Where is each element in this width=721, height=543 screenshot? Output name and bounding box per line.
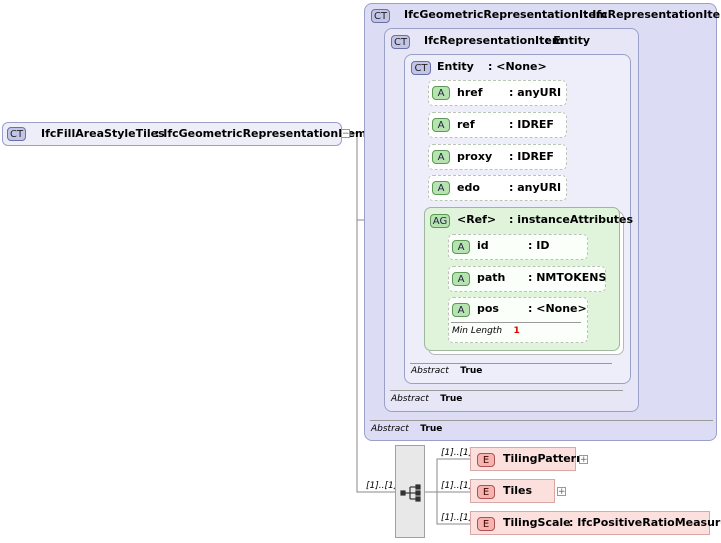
attribute-edo[interactable]: A edo : anyURI [428,175,567,201]
attribute-name: pos [477,302,499,315]
inner-ct-type: : <None> [488,60,547,73]
attribute-icon: A [432,118,450,132]
attribute-path[interactable]: A path : NMTOKENS [448,266,606,292]
collapse-toggle[interactable]: − [341,129,350,139]
element-icon: E [477,453,495,467]
attribute-type: : anyURI [509,181,562,194]
inner-separator [410,363,612,364]
attribute-name: path [477,271,506,284]
attribute-group-type: : instanceAttributes [509,213,634,226]
complex-type-icon: CT [411,61,431,75]
expand-toggle[interactable]: + [557,487,566,497]
attribute-type: : anyURI [509,86,562,99]
element-icon: E [477,485,495,499]
outer-separator [370,420,713,421]
expand-toggle[interactable]: + [579,455,588,465]
attribute-name: ref [457,118,475,131]
sequence-icon [400,484,421,502]
min-length-facet: Min Length 1 [452,326,520,336]
outer-ct-name: IfcGeometricRepresentationItem [404,8,608,21]
element-cardinality: [1]..[1] [441,481,473,491]
sequence-compositor[interactable] [395,445,425,538]
element-cardinality: [1]..[1] [441,513,473,523]
complex-type-icon: CT [371,9,391,23]
inner-abstract: Abstract True [411,366,483,376]
sequence-cardinality: [1]..[1] [366,481,398,491]
element-tiles[interactable]: E Tiles [470,479,555,503]
mid-abstract: Abstract True [391,394,463,404]
mid-ct-name: IfcRepresentationItem [424,34,564,47]
mid-ct-type: : Entity [545,34,591,47]
attribute-type: : IDREF [509,118,554,131]
attribute-pos[interactable]: A pos : <None> Min Length 1 [448,297,588,343]
attribute-group-name: <Ref> [457,213,497,226]
attribute-type: : ID [528,239,550,252]
element-tilingscale[interactable]: E TilingScale : IfcPositiveRatioMeasure [470,511,721,535]
attribute-icon: A [452,272,470,286]
complex-type-icon: CT [7,127,27,141]
attribute-ref[interactable]: A ref : IDREF [428,112,567,138]
element-icon: E [477,517,495,531]
root-complex-type[interactable]: CT IfcFillAreaStyleTiles : IfcGeometricR… [2,122,366,146]
attribute-icon: A [432,86,450,100]
attribute-icon: A [452,303,470,317]
element-cardinality: [1]..[1] [441,448,473,458]
element-name: Tiles [503,484,533,497]
attribute-name: id [477,239,489,252]
outer-ct-type: : IfcRepresentationItem [584,8,721,21]
element-name: TilingPattern [503,452,584,465]
complex-type-icon: CT [391,35,411,49]
element-type: : IfcPositiveRatioMeasure [569,516,721,529]
attribute-proxy[interactable]: A proxy : IDREF [428,144,567,170]
attribute-type: : IDREF [509,150,554,163]
root-type: : IfcGeometricRepresentationItem [155,127,367,140]
attribute-name: proxy [457,150,493,163]
element-name: TilingScale [503,516,571,529]
attribute-icon: A [432,181,450,195]
outer-abstract: Abstract True [371,424,443,434]
element-tilingpattern[interactable]: E TilingPattern [470,447,584,471]
attribute-type: : NMTOKENS [528,271,607,284]
attribute-icon: A [432,150,450,164]
attribute-href[interactable]: A href : anyURI [428,80,567,106]
attribute-type: : <None> [528,302,587,315]
facet-separator [451,322,581,323]
attribute-name: href [457,86,483,99]
attribute-name: edo [457,181,480,194]
attribute-icon: A [452,240,470,254]
inner-ct-name: Entity [437,60,474,73]
mid-separator [390,390,623,391]
root-name: IfcFillAreaStyleTiles [41,127,165,140]
attribute-id[interactable]: A id : ID [448,234,588,260]
attribute-group-icon: AG [430,214,450,228]
